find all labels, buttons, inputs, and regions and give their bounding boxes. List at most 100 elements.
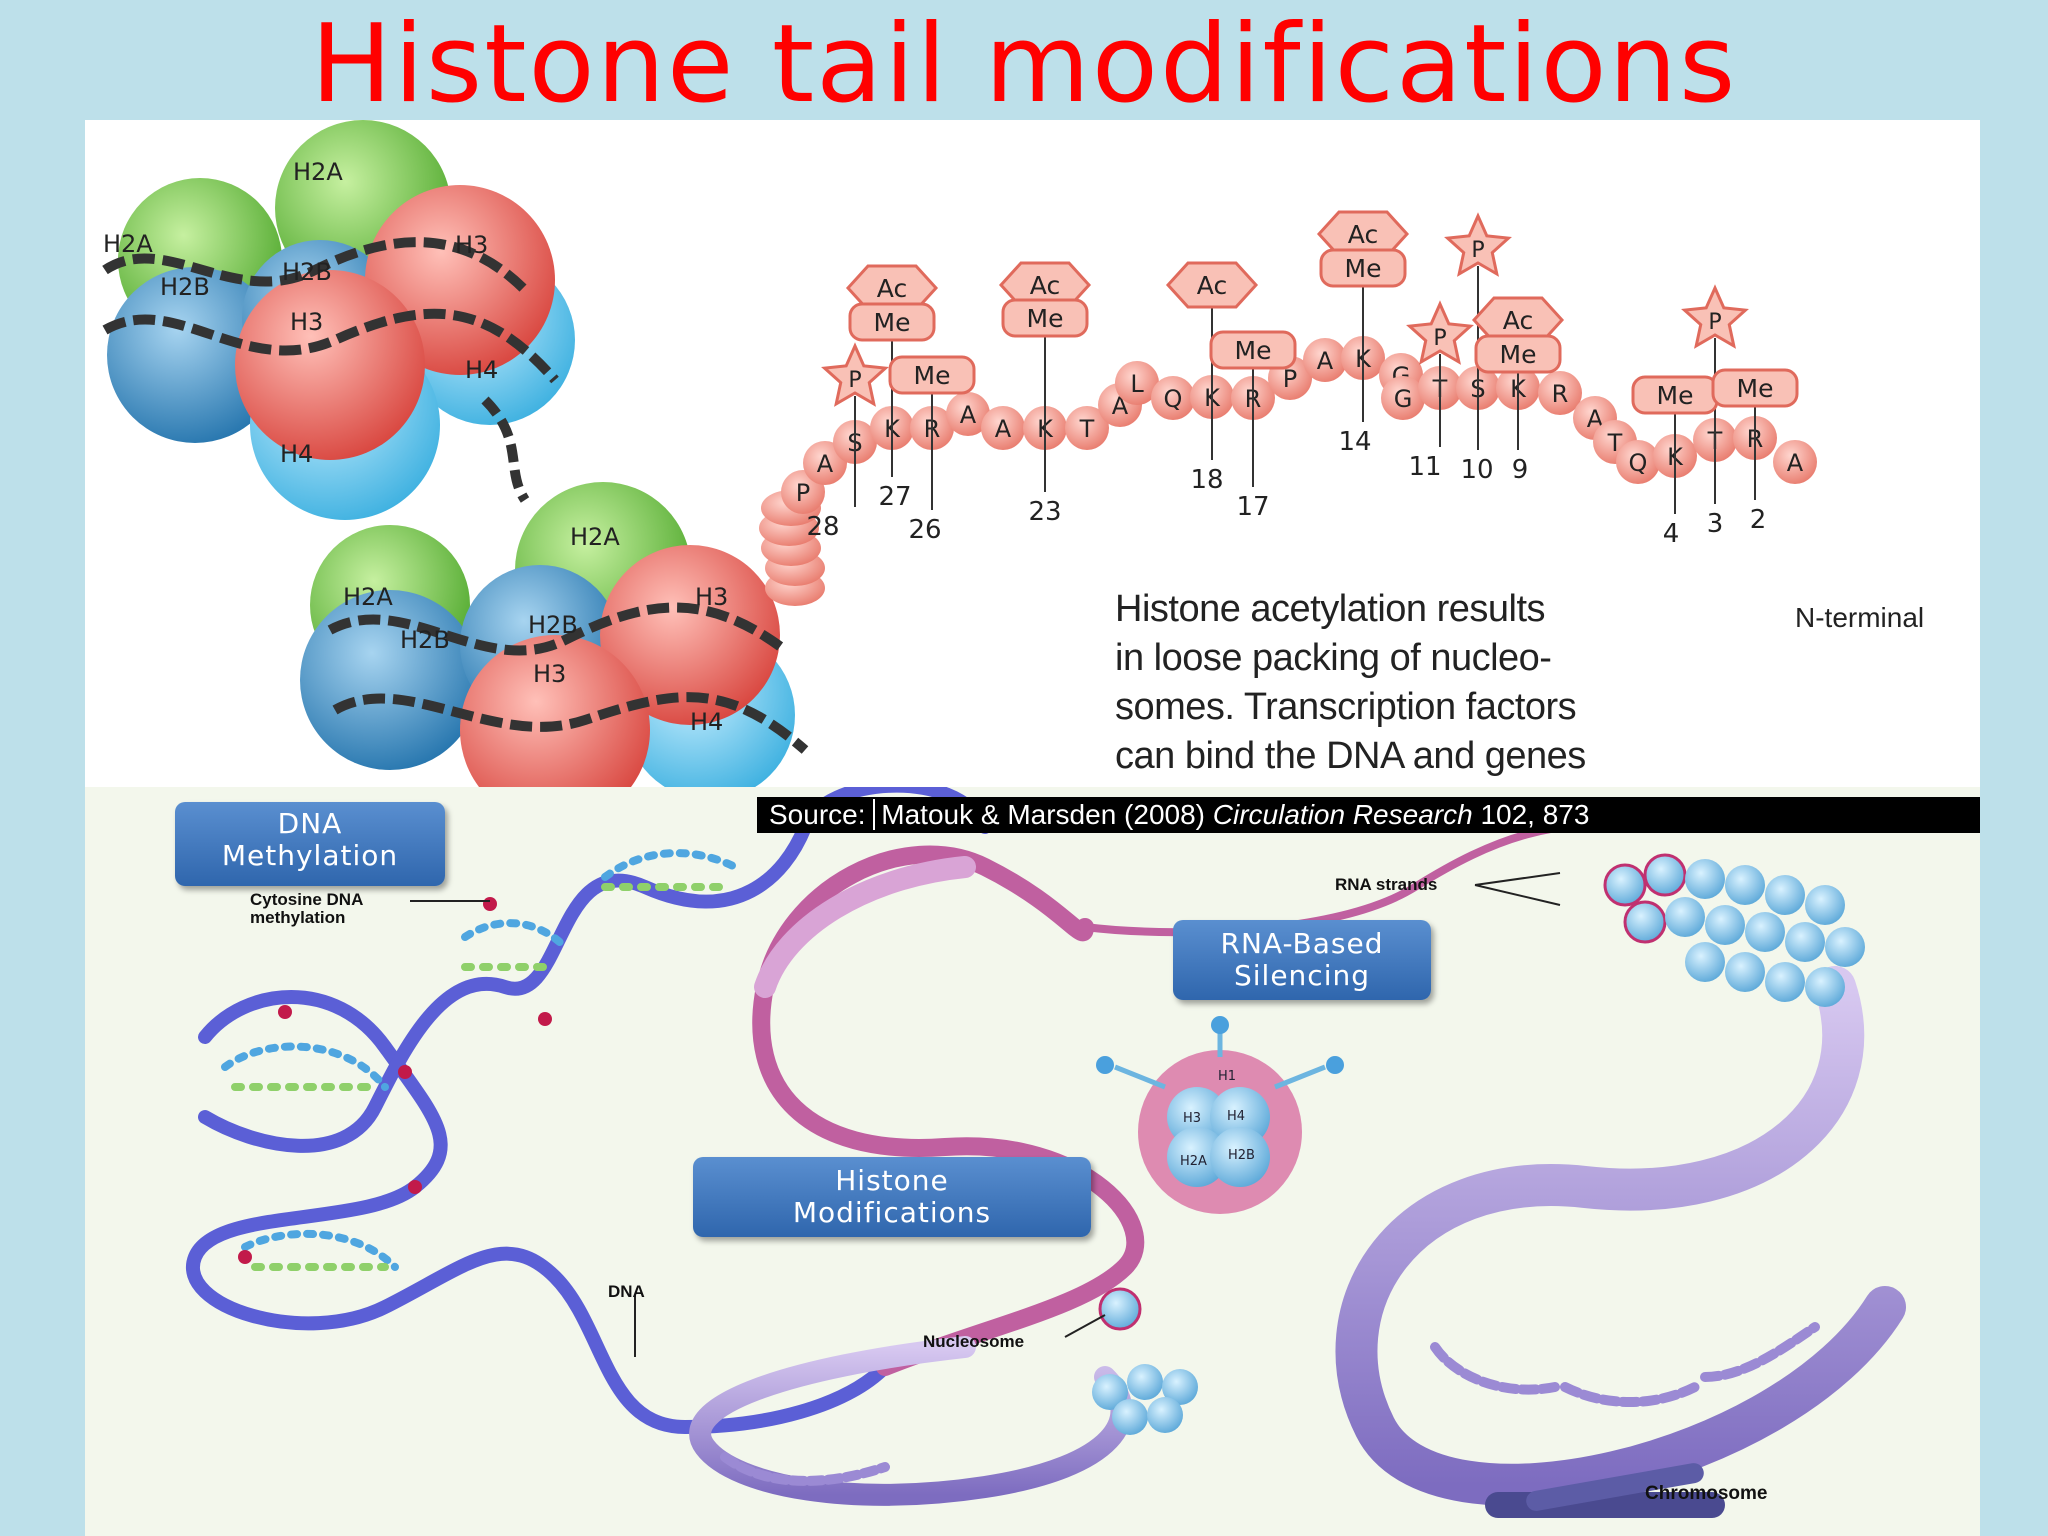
- octamer-h2b: H2B: [1228, 1148, 1255, 1163]
- source-ref: 102, 873: [1480, 799, 1590, 830]
- leader-lines: [410, 872, 1561, 1357]
- site-number: 17: [1236, 492, 1269, 522]
- site-number: 2: [1750, 505, 1767, 535]
- slide-title: Histone tail modifications: [310, 2, 1738, 127]
- mod-p: P: [1444, 212, 1512, 277]
- octamer-h4: H4: [1227, 1109, 1245, 1124]
- caption-line: somes. Transcription factors: [1115, 686, 1577, 728]
- rna-cluster: [1603, 853, 1865, 1007]
- label-n1-h2a-b: H2A: [103, 230, 153, 258]
- residue: Q: [1151, 376, 1195, 420]
- residue-letter: Q: [1629, 449, 1648, 477]
- label-n2-h3-b: H3: [533, 660, 566, 688]
- mod-me: Me: [888, 355, 976, 395]
- site-number: 3: [1707, 509, 1724, 539]
- residue-letter: A: [1587, 405, 1604, 433]
- mod-p: P: [821, 342, 889, 407]
- label-n1-h3-a: H3: [455, 231, 488, 259]
- chromatin-fiber: [689, 820, 1906, 1506]
- residue-letter: A: [995, 415, 1012, 443]
- mod-label: Ac: [1030, 271, 1060, 300]
- mod-label: Ac: [1503, 306, 1533, 335]
- nucleosome-1: H2A H2A H2B H2B H3 H3 H4 H4: [102, 120, 575, 520]
- mod-p: P: [1681, 284, 1749, 349]
- rna-silencing-box: RNA-Based Silencing: [1173, 920, 1431, 1000]
- n-terminal-label: N-terminal: [1795, 602, 1925, 633]
- residue: Q: [1616, 440, 1660, 484]
- site-number: 26: [908, 515, 941, 545]
- label-n2-h4-a: H4: [690, 708, 723, 736]
- residue-letter: P: [1283, 365, 1297, 393]
- acetylation-caption: Histone acetylation results in loose pac…: [1115, 585, 1635, 781]
- nucleosome-label: Nucleosome: [923, 1332, 1025, 1351]
- label-n2-h2b-b: H2B: [400, 626, 450, 654]
- mod-label: Ac: [1197, 271, 1227, 300]
- residue-letter: P: [796, 479, 810, 507]
- mod-ac: Ac: [1471, 296, 1565, 344]
- dna-label: DNA: [608, 1282, 645, 1301]
- histone-tail-svg: H2A H2A H2B H2B H3 H3 H4 H4 H2A H2A H2B …: [102, 120, 1817, 787]
- label-n2-h2a-a: H2A: [570, 523, 620, 551]
- dna-methylation-box: DNA Methylation: [175, 802, 445, 886]
- mod-label: Me: [1235, 336, 1272, 365]
- mod-label: Me: [914, 361, 951, 390]
- residue: G: [1381, 376, 1425, 420]
- residue-letter: T: [1607, 429, 1623, 457]
- source-authors: Matouk & Marsden (2008): [873, 799, 1205, 830]
- source-journal: Circulation Research: [1212, 799, 1473, 830]
- chromosome-label: Chromosome: [1645, 1483, 1768, 1504]
- caption-line: can bind the DNA and genes: [1115, 735, 1586, 777]
- label-n2-h3-a: H3: [695, 583, 728, 611]
- source-citation: Source: Matouk & Marsden (2008) Circulat…: [757, 797, 1980, 833]
- histone-mods-box: Histone Modifications: [693, 1157, 1091, 1237]
- mod-ac: Ac: [845, 264, 939, 312]
- box-line: Histone: [835, 1164, 949, 1197]
- mod-me: Me: [1474, 334, 1562, 374]
- residue-letter: Q: [1164, 385, 1183, 413]
- chromosome: [1485, 1463, 1725, 1518]
- central-nucleosome: H1 H3 H4 H2A H2B: [1096, 1016, 1344, 1214]
- label-n1-h4-b: H4: [280, 440, 313, 468]
- octamer-h3: H3: [1183, 1111, 1201, 1126]
- mod-me: Me: [848, 302, 936, 342]
- label-n1-h4-a: H4: [465, 356, 498, 384]
- mod-label: Ac: [877, 274, 907, 303]
- mod-label: Ac: [1348, 220, 1378, 249]
- mod-label: Me: [1027, 304, 1064, 333]
- label-n2-h2a-b: H2A: [343, 583, 393, 611]
- mod-label: P: [1708, 310, 1721, 335]
- site-number: 4: [1663, 519, 1680, 549]
- site-number: 27: [878, 482, 911, 512]
- cytosine-label: Cytosine DNA methylation: [250, 891, 363, 927]
- residue-letter: A: [960, 401, 977, 429]
- box-line: DNA: [277, 807, 343, 840]
- residue: T: [1065, 406, 1109, 450]
- site-number: 23: [1028, 497, 1061, 527]
- epigenetics-diagram: H1 H3 H4 H2A H2B Source:: [85, 787, 1980, 1536]
- mod-label: Me: [1345, 254, 1382, 283]
- mod-me: Me: [1631, 375, 1719, 415]
- residue: L: [1115, 361, 1159, 405]
- residue-letter: R: [1552, 380, 1569, 408]
- residue-letter: G: [1394, 385, 1413, 413]
- histone-tail-diagram: H2A H2A H2B H2B H3 H3 H4 H4 H2A H2A H2B …: [85, 120, 1980, 787]
- nucleosome-2: H2A H2A H2B H2B H3 H3 H4: [300, 482, 809, 787]
- mod-me: Me: [1209, 330, 1297, 370]
- octamer-h2a: H2A: [1180, 1154, 1207, 1169]
- box-line: Methylation: [221, 839, 399, 872]
- residue-letter: T: [1079, 415, 1095, 443]
- residue: R: [1538, 371, 1582, 415]
- label-n1-h2b-b: H2B: [160, 273, 210, 301]
- residue-letter: L: [1130, 370, 1144, 398]
- mod-ac: Ac: [1316, 210, 1410, 258]
- site-number: 9: [1512, 455, 1529, 485]
- small-nucleosomes: [1092, 1287, 1198, 1435]
- residue-chain: PASKRAAKTALQKRPAKGGTSKRATQKTRA: [781, 336, 1817, 514]
- residue-letter: A: [1787, 449, 1804, 477]
- site-number: 10: [1460, 455, 1493, 485]
- residue: A: [1773, 440, 1817, 484]
- residue-letter: A: [1317, 347, 1334, 375]
- residue: A: [1303, 338, 1347, 382]
- mod-label: Me: [1737, 374, 1774, 403]
- mod-label: Me: [1500, 340, 1537, 369]
